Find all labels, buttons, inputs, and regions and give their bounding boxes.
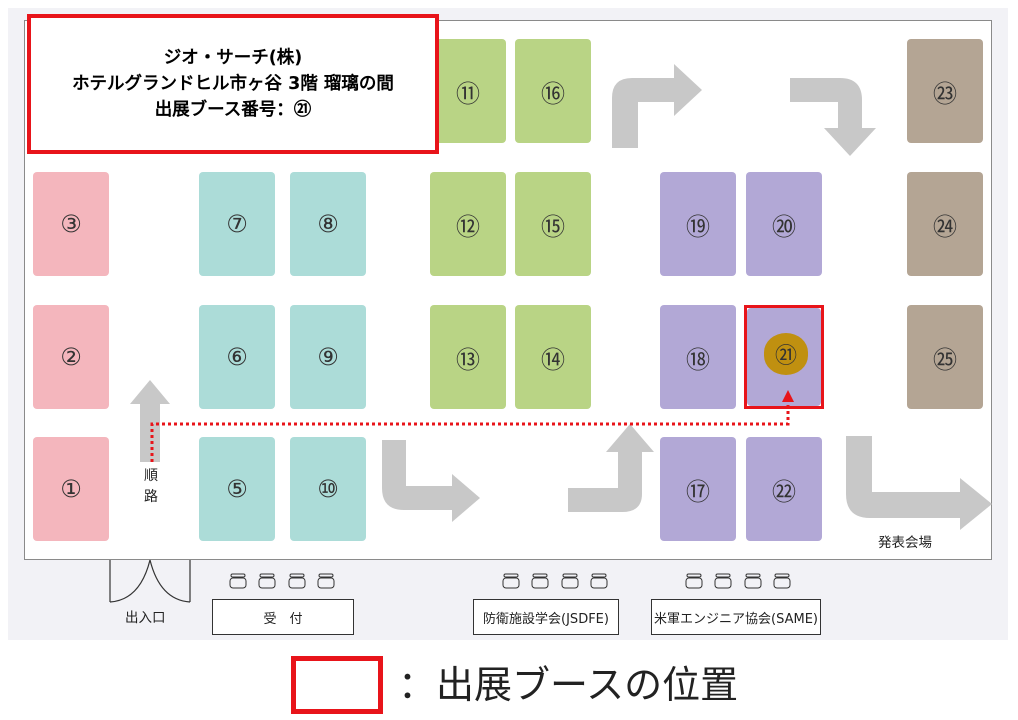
jsdfe-desk: 防衛施設学会(JSDFE) bbox=[473, 599, 619, 635]
chair-icon bbox=[773, 573, 791, 589]
booth-20: ⑳ bbox=[746, 172, 822, 276]
presentation-venue-label: 発表会場 bbox=[878, 535, 932, 551]
chair-icon bbox=[685, 573, 703, 589]
legend-swatch bbox=[291, 656, 383, 714]
chair-icon bbox=[317, 573, 335, 589]
route-arrow-up-icon bbox=[130, 380, 170, 462]
entrance-door-icon bbox=[109, 559, 191, 603]
booth-24: ㉔ bbox=[907, 172, 983, 276]
booth-11: ⑪ bbox=[430, 39, 506, 143]
presentation-arrow-icon bbox=[846, 436, 992, 530]
company-name: ジオ・サーチ(株) bbox=[163, 48, 303, 68]
entrance-label: 出入口 bbox=[125, 610, 166, 626]
legend-label: ：出展ブースの位置 bbox=[398, 663, 739, 707]
chair-icon bbox=[561, 573, 579, 589]
chair-icon bbox=[714, 573, 732, 589]
turn-down-arrow-icon bbox=[790, 78, 876, 156]
chair-icon bbox=[258, 573, 276, 589]
booth-16: ⑯ bbox=[515, 39, 591, 143]
turn-right-arrow-icon bbox=[612, 64, 702, 148]
chair-icon bbox=[502, 573, 520, 589]
booth-7: ⑦ bbox=[199, 172, 275, 276]
booth-17: ⑰ bbox=[660, 437, 736, 541]
booth-3: ③ bbox=[33, 172, 109, 276]
booth-12: ⑫ bbox=[430, 172, 506, 276]
booth-6: ⑥ bbox=[199, 305, 275, 409]
turn-right-arrow-icon bbox=[382, 440, 480, 522]
exhibitor-info-box: ジオ・サーチ(株) ホテルグランドヒル市ヶ谷 3階 瑠璃の間 出展ブース番号：㉑ bbox=[27, 14, 439, 154]
booth-number: 出展ブース番号：㉑ bbox=[154, 100, 312, 120]
booth-25: ㉕ bbox=[907, 305, 983, 409]
chair-icon bbox=[229, 573, 247, 589]
booth-5: ⑤ bbox=[199, 437, 275, 541]
same-desk: 米軍エンジニア協会(SAME) bbox=[651, 599, 821, 635]
booth-1: ① bbox=[33, 437, 109, 541]
booth-13: ⑬ bbox=[430, 305, 506, 409]
exhibit-booth-highlight bbox=[744, 305, 824, 409]
booth-18: ⑱ bbox=[660, 305, 736, 409]
route-label: 順 路 bbox=[139, 466, 163, 508]
venue-name: ホテルグランドヒル市ヶ谷 3階 瑠璃の間 bbox=[72, 74, 394, 94]
booth-14: ⑭ bbox=[515, 305, 591, 409]
turn-up-arrow-icon bbox=[568, 424, 654, 512]
booth-23: ㉓ bbox=[907, 39, 983, 143]
exhibit-booth-badge: ㉑ bbox=[764, 333, 808, 375]
chair-icon bbox=[590, 573, 608, 589]
booth-2: ② bbox=[33, 305, 109, 409]
route-dotted-line bbox=[150, 400, 790, 462]
chair-icon bbox=[531, 573, 549, 589]
booth-8: ⑧ bbox=[290, 172, 366, 276]
booth-19: ⑲ bbox=[660, 172, 736, 276]
booth-10: ⑩ bbox=[290, 437, 366, 541]
chair-icon bbox=[288, 573, 306, 589]
route-label-char: 順 bbox=[144, 468, 158, 484]
route-label-char: 路 bbox=[144, 489, 158, 505]
reception-desk: 受 付 bbox=[212, 599, 354, 635]
route-arrowhead-icon bbox=[782, 390, 794, 402]
booth-22: ㉒ bbox=[746, 437, 822, 541]
booth-15: ⑮ bbox=[515, 172, 591, 276]
booth-9: ⑨ bbox=[290, 305, 366, 409]
chair-icon bbox=[744, 573, 762, 589]
